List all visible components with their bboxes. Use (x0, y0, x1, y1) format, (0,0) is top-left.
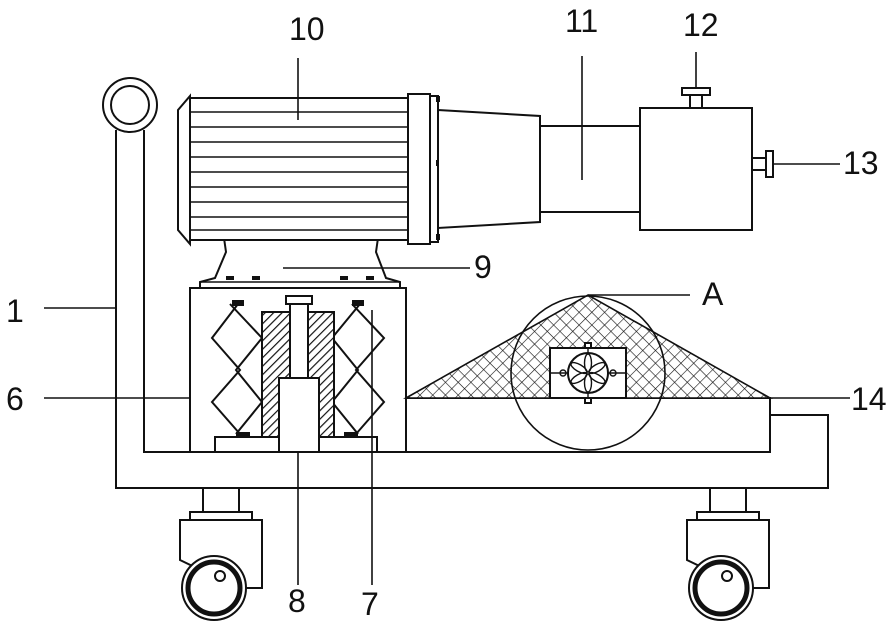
mount-pedestal (200, 238, 400, 288)
pump-head (640, 108, 752, 230)
platform-base (406, 398, 770, 452)
side-outlet (752, 158, 766, 170)
label-part-6: 6 (6, 381, 24, 417)
label-detail-a: A (702, 276, 724, 312)
platform (406, 295, 770, 452)
label-part-8: 8 (288, 583, 306, 619)
coupling-tube (540, 126, 640, 212)
motor-body (190, 98, 408, 240)
adapter-housing (438, 110, 540, 228)
motor-mount (200, 238, 400, 288)
label-part-7: 7 (361, 586, 379, 622)
left-caster-stem (203, 488, 239, 512)
left-caster (180, 488, 262, 620)
label-part-13: 13 (843, 145, 879, 181)
label-part-9: 9 (474, 249, 492, 285)
label-part-14: 14 (851, 381, 887, 417)
label-part-12: 12 (683, 7, 719, 43)
label-part-10: 10 (289, 11, 325, 47)
motor-flange (408, 94, 430, 244)
pump-assembly (438, 88, 773, 230)
fan-icon (568, 353, 608, 393)
motor-end-cap (178, 96, 190, 244)
spring-supports (212, 296, 384, 452)
label-part-11: 11 (565, 3, 598, 39)
right-caster (687, 488, 769, 620)
right-caster-stem (710, 488, 746, 512)
handle-ring-inner (111, 86, 149, 124)
top-outlet (690, 94, 702, 108)
motor (178, 94, 440, 244)
label-part-1: 1 (6, 293, 24, 329)
piston-rod (290, 300, 308, 380)
piston-base (279, 378, 319, 452)
